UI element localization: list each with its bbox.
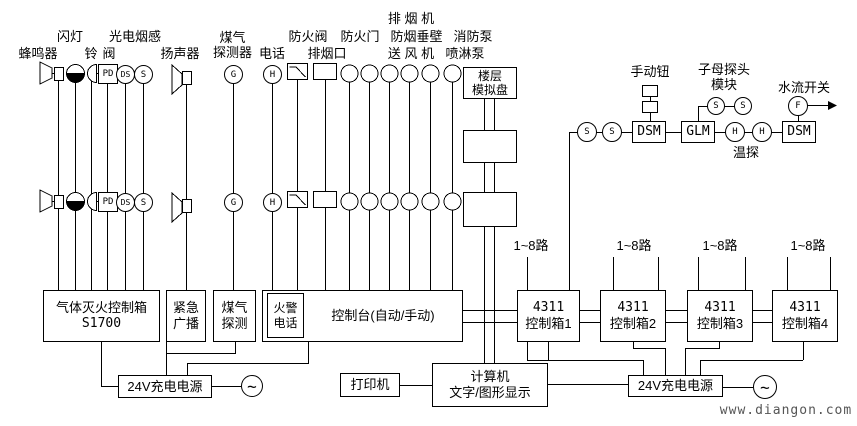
fire-phone-box: 火警 电话: [267, 293, 304, 338]
label-speaker: 扬声器: [160, 46, 200, 61]
floor-panel-box: [463, 130, 517, 163]
manual-button-box: [642, 101, 658, 113]
module-circles-row2: [340, 192, 462, 211]
label-exhaust-fan: 排 烟 机: [387, 11, 435, 26]
flow-switch: F: [788, 96, 808, 116]
gas-detector: G: [224, 65, 243, 84]
channel-count-label: 1~8路: [616, 238, 652, 253]
loop-smoke-detector: S: [602, 122, 622, 142]
ds-detector: DS: [116, 193, 135, 212]
label-telephone: 电话: [258, 46, 285, 61]
label-photoelectric-smoke: 光电烟感: [108, 29, 161, 44]
power-lines-left: [101, 340, 628, 387]
ac-source-icon: ~: [753, 375, 777, 399]
console-label: 控制台(自动/手动): [331, 308, 435, 323]
gas-detector: G: [224, 193, 243, 212]
loop-smoke-detector: S: [577, 122, 597, 142]
label-fire-door: 防火门: [340, 29, 380, 44]
fire-damper-icon: [287, 191, 308, 208]
controller-box-1: 4311 控制箱1: [517, 290, 580, 342]
label-fire-pump: 消防泵: [453, 29, 493, 44]
smoke-detector: S: [134, 65, 153, 84]
controller-box-3: 4311 控制箱3: [687, 290, 753, 342]
label-sprinkler-pump: 喷淋泵: [445, 46, 485, 61]
loop-lines: [569, 90, 837, 290]
flash-light-icon: [65, 64, 86, 83]
channel-count-label: 1~8路: [513, 238, 549, 253]
label-bell: 铃: [84, 46, 98, 61]
floor-panel: 楼层 模拟盘: [463, 67, 517, 99]
smoke-outlet-icon: [313, 191, 337, 208]
heat-detector: H: [725, 122, 745, 142]
label-smoke-outlet: 排烟口: [307, 46, 347, 61]
child-probe-detector: S: [734, 97, 752, 115]
smoke-detector: S: [134, 193, 153, 212]
power-lines-right: [527, 342, 804, 388]
child-probe-detector: S: [707, 97, 725, 115]
power-supply-24v: 24V充电电源: [118, 375, 212, 398]
module-circles-row1: [340, 64, 462, 83]
dsm-module: DSM: [782, 121, 816, 143]
label-temp-probe: 温探: [732, 145, 759, 160]
control-console: 火警 电话 控制台(自动/手动): [262, 290, 463, 342]
ds-detector: DS: [116, 65, 135, 84]
flash-light-icon: [65, 192, 86, 211]
controller-box-2: 4311 控制箱2: [600, 290, 666, 342]
speaker-icon: [171, 63, 192, 96]
power-supply-24v: 24V充电电源: [628, 375, 723, 397]
label-water-flow-switch: 水流开关: [777, 80, 830, 95]
pd-valve-module: PD: [98, 64, 118, 84]
label-manual-button: 手动钮: [630, 64, 670, 79]
channel-count-label: 1~8路: [790, 238, 826, 253]
flow-arrowhead: [828, 101, 837, 110]
pd-valve-module: PD: [98, 192, 118, 212]
glm-module: GLM: [681, 121, 715, 143]
label-supply-fan: 送 风 机: [387, 46, 435, 61]
printer-box: 打印机: [340, 373, 400, 397]
dsm-module: DSM: [632, 121, 666, 143]
channel-count-label: 1~8路: [702, 238, 738, 253]
label-smoke-curtain: 防烟垂壁: [390, 29, 443, 44]
label-gas-detector: 煤气 探测器: [212, 30, 252, 60]
bell-icon: [87, 63, 98, 84]
label-valve: 阀: [102, 46, 116, 61]
buzzer-icon: [39, 61, 64, 85]
buzzer-icon: [39, 189, 64, 213]
ac-source-icon: ~: [241, 375, 263, 397]
phone-jack: H: [263, 65, 282, 84]
controller-box-4: 4311 控制箱4: [772, 290, 838, 342]
manual-button-box: [642, 85, 658, 97]
label-child-probe-module: 子母探头 模块: [697, 62, 750, 92]
computer-display-box: 计算机 文字/图形显示: [432, 363, 548, 407]
heat-detector: H: [752, 122, 772, 142]
emergency-broadcast-box: 紧急 广播: [166, 290, 206, 342]
gas-detection-box: 煤气 探测: [213, 290, 256, 342]
gas-extinguishing-control-box: 气体灭火控制箱 S1700: [43, 290, 160, 342]
watermark: www.diangon.com: [719, 403, 853, 418]
bell-icon: [87, 191, 98, 212]
device-riser-lines: [58, 68, 495, 363]
smoke-outlet-icon: [313, 63, 337, 80]
controller-bus-lines: [463, 257, 831, 323]
phone-jack: H: [263, 193, 282, 212]
speaker-icon: [171, 191, 192, 224]
fire-damper-icon: [287, 63, 308, 80]
floor-panel-box: [463, 192, 517, 227]
label-flash-light: 闪灯: [56, 29, 83, 44]
label-fire-damper: 防火阀: [288, 29, 328, 44]
label-buzzer: 蜂鸣器: [18, 46, 58, 61]
